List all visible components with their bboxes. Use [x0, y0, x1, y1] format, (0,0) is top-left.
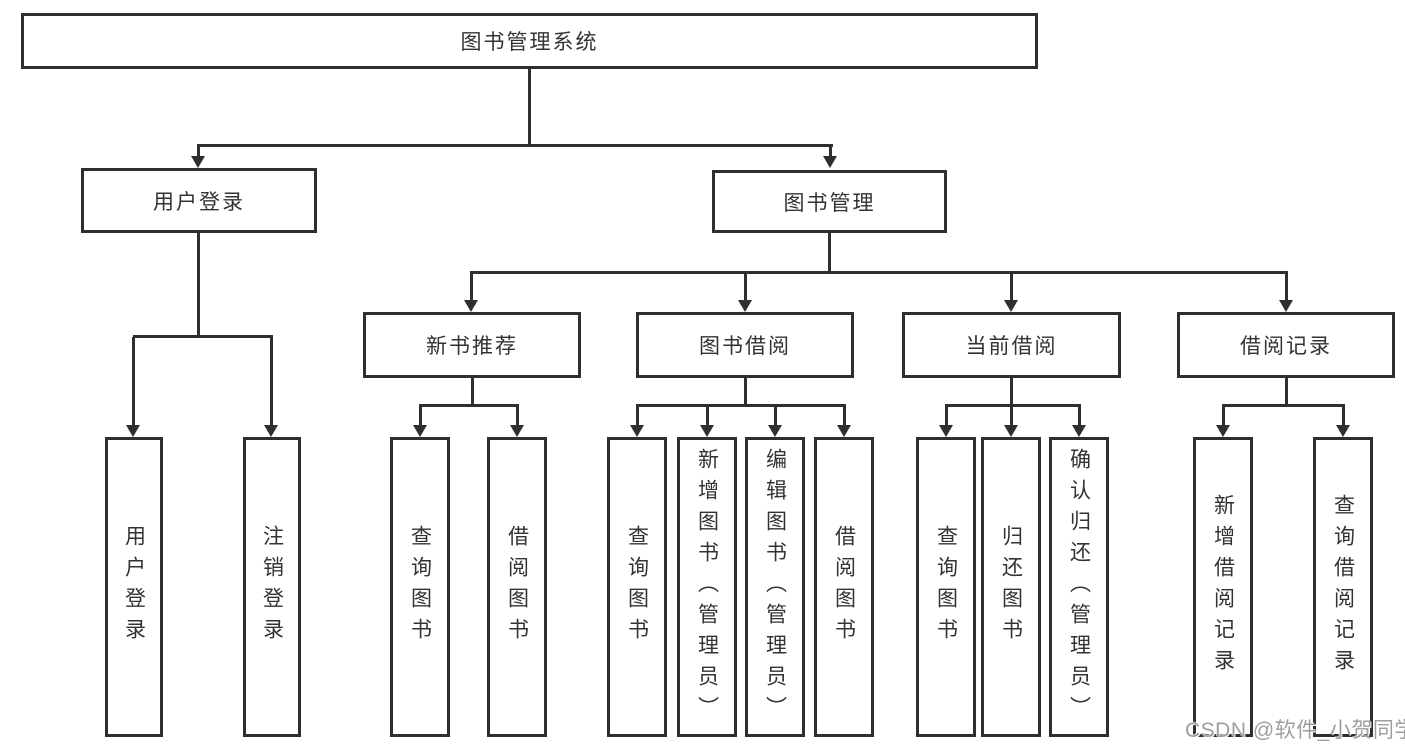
leaf-add-borrow-record: 新增借阅记录 [1193, 437, 1253, 737]
connector-line [133, 335, 273, 338]
connector-line [419, 404, 519, 407]
arrow-down-icon [464, 300, 478, 312]
connector-line [516, 406, 519, 425]
connector-line [1285, 378, 1288, 407]
connector-line [843, 406, 846, 425]
connector-line [829, 146, 832, 158]
connector-line [1010, 273, 1013, 301]
leaf-query-books-current: 查询图书 [916, 437, 976, 737]
connector-line [636, 404, 846, 407]
connector-line [470, 273, 473, 301]
arrow-down-icon [1004, 425, 1018, 437]
arrow-down-icon [823, 156, 837, 168]
leaf-query-books-borrowing: 查询图书 [607, 437, 667, 737]
connector-line [744, 378, 747, 407]
arrow-down-icon [939, 425, 953, 437]
connector-line [197, 144, 833, 147]
connector-line [528, 69, 531, 146]
connector-line [419, 406, 422, 425]
leaf-logout-login: 注销登录 [243, 437, 301, 737]
connector-line [945, 404, 1081, 407]
watermark: CSDN @软件_小贺同学 [1185, 719, 1405, 742]
leaf-return-books: 归还图书 [981, 437, 1041, 737]
arrow-down-icon [700, 425, 714, 437]
leaf-add-books-admin: 新增图书（管理员） [677, 437, 737, 737]
arrow-down-icon [126, 425, 140, 437]
node-current-borrowing: 当前借阅 [902, 312, 1121, 378]
arrow-down-icon [1336, 425, 1350, 437]
connector-line [744, 273, 747, 301]
leaf-confirm-return-admin: 确认归还（管理员） [1049, 437, 1109, 737]
connector-line [1222, 404, 1345, 407]
connector-line [706, 406, 709, 425]
leaf-user-login: 用户登录 [105, 437, 163, 737]
arrow-down-icon [738, 300, 752, 312]
leaf-edit-books-admin: 编辑图书（管理员） [745, 437, 805, 737]
connector-line [471, 378, 474, 407]
connector-line [197, 233, 200, 337]
node-borrowing-records: 借阅记录 [1177, 312, 1395, 378]
connector-line [636, 406, 639, 425]
connector-line [1342, 406, 1345, 425]
arrow-down-icon [768, 425, 782, 437]
arrow-down-icon [510, 425, 524, 437]
connector-line [828, 233, 831, 273]
node-book-management: 图书管理 [712, 170, 947, 233]
arrow-down-icon [1279, 300, 1293, 312]
arrow-down-icon [264, 425, 278, 437]
connector-line [1010, 406, 1013, 425]
leaf-borrow-books-recommend: 借阅图书 [487, 437, 547, 737]
connector-line [774, 406, 777, 425]
connector-line [1285, 273, 1288, 301]
leaf-query-books-recommend: 查询图书 [390, 437, 450, 737]
connector-line [1078, 406, 1081, 425]
arrow-down-icon [1072, 425, 1086, 437]
connector-line [470, 271, 1288, 274]
arrow-down-icon [837, 425, 851, 437]
node-user-login: 用户登录 [81, 168, 317, 233]
node-library-management-system: 图书管理系统 [21, 13, 1038, 69]
connector-line [1222, 406, 1225, 425]
leaf-query-borrow-record: 查询借阅记录 [1313, 437, 1373, 737]
node-new-book-recommendation: 新书推荐 [363, 312, 581, 378]
connector-line [132, 337, 135, 425]
arrow-down-icon [1004, 300, 1018, 312]
leaf-borrow-books: 借阅图书 [814, 437, 874, 737]
node-book-borrowing: 图书借阅 [636, 312, 854, 378]
arrow-down-icon [191, 156, 205, 168]
arrow-down-icon [413, 425, 427, 437]
arrow-down-icon [630, 425, 644, 437]
connector-line [197, 146, 200, 158]
arrow-down-icon [1216, 425, 1230, 437]
connector-line [945, 406, 948, 425]
connector-line [270, 337, 273, 425]
connector-line [1010, 378, 1013, 407]
